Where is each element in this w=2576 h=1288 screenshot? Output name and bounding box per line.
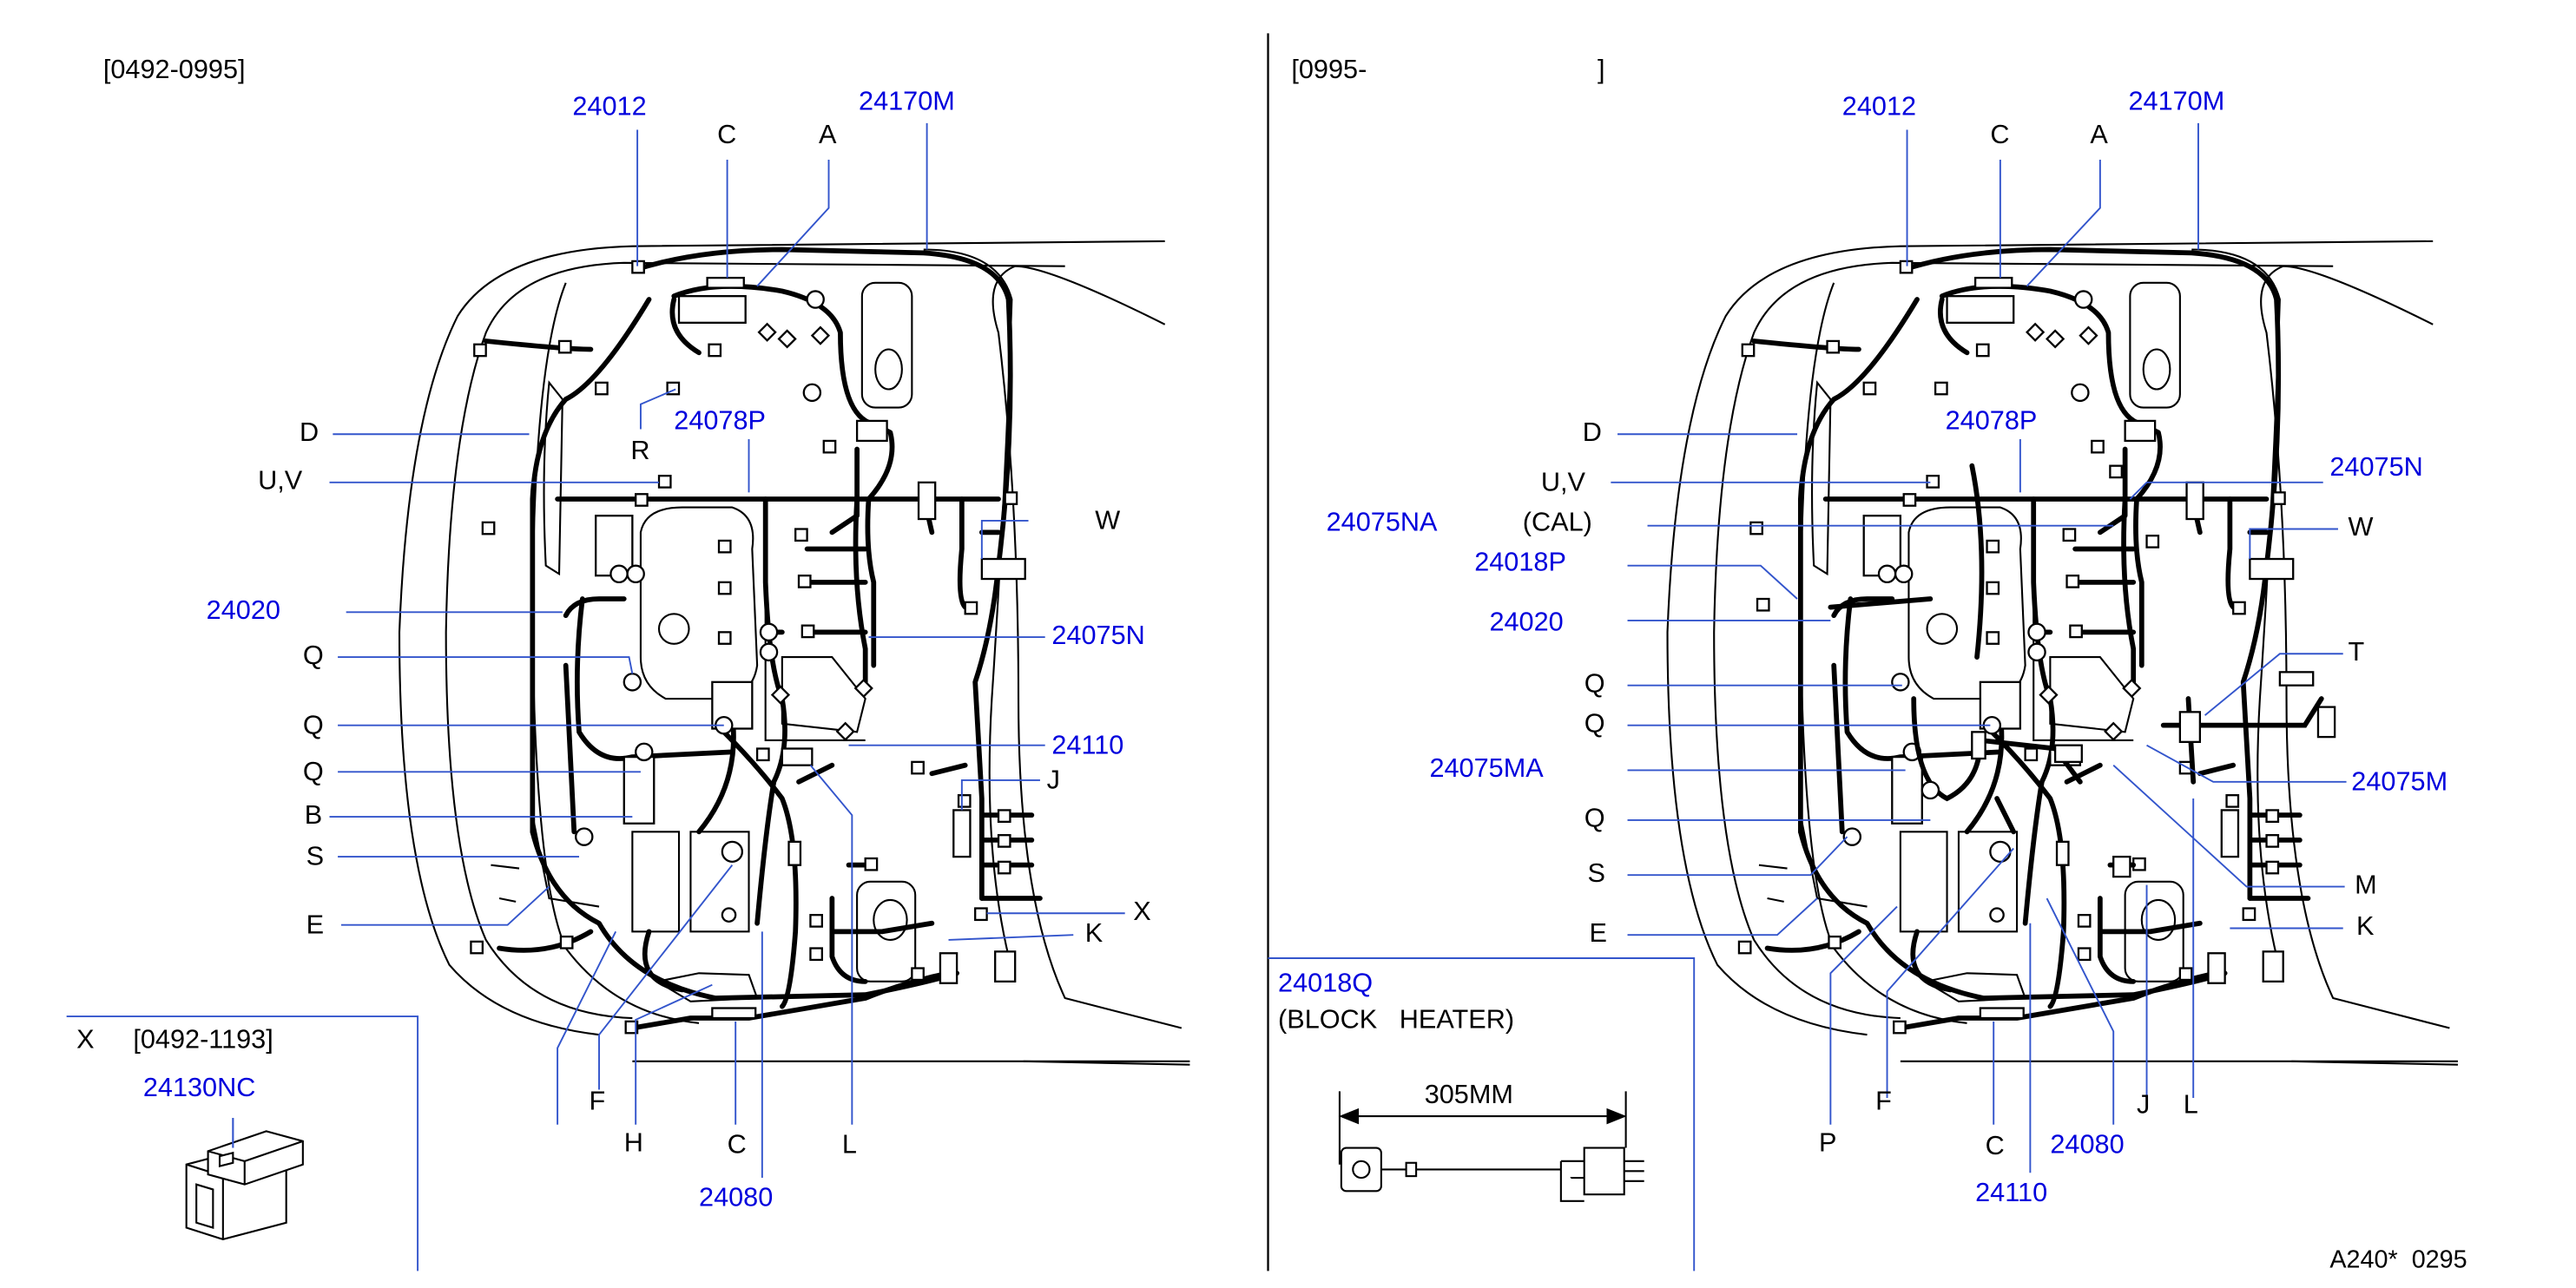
right-callout-cal: (CAL) <box>1522 509 1592 538</box>
figure-code: A240* 0295 <box>2329 1245 2467 1275</box>
right-callout-24080: 24080 <box>2050 1131 2125 1160</box>
left-callout-uv: U,V <box>258 467 303 496</box>
left-callout-j: J <box>1046 766 1060 796</box>
left-callout-24170m: 24170M <box>859 88 955 117</box>
left-callout-a: A <box>819 121 837 150</box>
right-callout-t: T <box>2348 639 2365 667</box>
left-callout-24078p: 24078P <box>674 407 767 437</box>
left-callout-24110: 24110 <box>1051 732 1124 760</box>
right-callout-m: M <box>2355 871 2377 900</box>
left-callout-r: R <box>630 437 650 466</box>
right-range-label: [0995- <box>1291 56 1367 85</box>
left-callout-24080: 24080 <box>699 1184 774 1213</box>
left-callout-w: W <box>1095 507 1121 536</box>
right-callout-l: L <box>2183 1091 2198 1120</box>
right-callout-24170m: 24170M <box>2128 88 2225 117</box>
right-callout-j: J <box>2137 1091 2151 1120</box>
right-callout-c-bottom: C <box>1985 1133 2005 1161</box>
left-callout-f: F <box>589 1088 606 1117</box>
left-callout-b: B <box>304 801 323 831</box>
left-callout-x: X <box>1133 898 1151 927</box>
left-callout-l: L <box>841 1131 857 1160</box>
left-callout-24075n: 24075N <box>1051 621 1145 651</box>
right-callout-q2: Q <box>1584 710 1605 739</box>
inset-range: [0492-1193] <box>133 1026 273 1055</box>
block-heater-part: 24018Q <box>1278 969 1374 999</box>
right-callout-24012: 24012 <box>1841 93 1917 122</box>
left-callout-s: S <box>306 843 325 872</box>
right-callout-24020: 24020 <box>1489 608 1564 638</box>
inset-part-24130nc: 24130NC <box>142 1074 256 1103</box>
right-callout-24075n: 24075N <box>2329 454 2423 483</box>
right-callout-24075m: 24075M <box>2351 768 2448 798</box>
left-callout-c-bottom: C <box>727 1131 747 1160</box>
left-callout-q1: Q <box>302 641 324 671</box>
right-callout-24110: 24110 <box>1975 1179 2048 1208</box>
left-callout-k: K <box>1084 919 1104 949</box>
left-callout-c-top: C <box>717 121 737 150</box>
right-callout-d: D <box>1582 419 1602 448</box>
left-range-label: [0492-0995] <box>102 56 246 85</box>
right-range-close: ] <box>1598 56 1605 85</box>
connector-24130nc-drawing <box>185 1118 304 1241</box>
block-heater-name: (BLOCK HEATER) <box>1278 1006 1515 1035</box>
left-callout-h: H <box>623 1129 643 1159</box>
right-callout-c-top: C <box>1990 121 2010 150</box>
right-callout-k: K <box>2356 913 2375 942</box>
block-heater-dimension: 305MM <box>1424 1081 1513 1110</box>
right-callout-e: E <box>1589 919 1607 949</box>
left-callout-d: D <box>300 419 320 448</box>
left-callout-e: E <box>306 911 325 940</box>
left-callout-q2: Q <box>302 712 324 740</box>
left-callout-q3: Q <box>302 759 324 787</box>
right-callout-s: S <box>1587 859 1605 889</box>
right-callout-24075ma: 24075MA <box>1429 755 1544 784</box>
inset-label-x: X <box>76 1026 95 1055</box>
right-callout-f: F <box>1875 1088 1892 1117</box>
right-callout-24018p: 24018P <box>1474 549 1566 578</box>
right-callout-p: P <box>1818 1129 1837 1159</box>
left-callout-24020: 24020 <box>206 597 280 626</box>
right-callout-24075na: 24075NA <box>1326 509 1438 538</box>
right-callout-a: A <box>2090 121 2108 150</box>
right-callout-q1: Q <box>1584 670 1605 700</box>
right-callout-q3: Q <box>1584 805 1605 834</box>
left-callout-24012: 24012 <box>572 93 647 122</box>
right-callout-24078p: 24078P <box>1945 407 2038 437</box>
right-callout-uv: U,V <box>1540 469 1585 498</box>
right-callout-w: W <box>2348 514 2374 542</box>
